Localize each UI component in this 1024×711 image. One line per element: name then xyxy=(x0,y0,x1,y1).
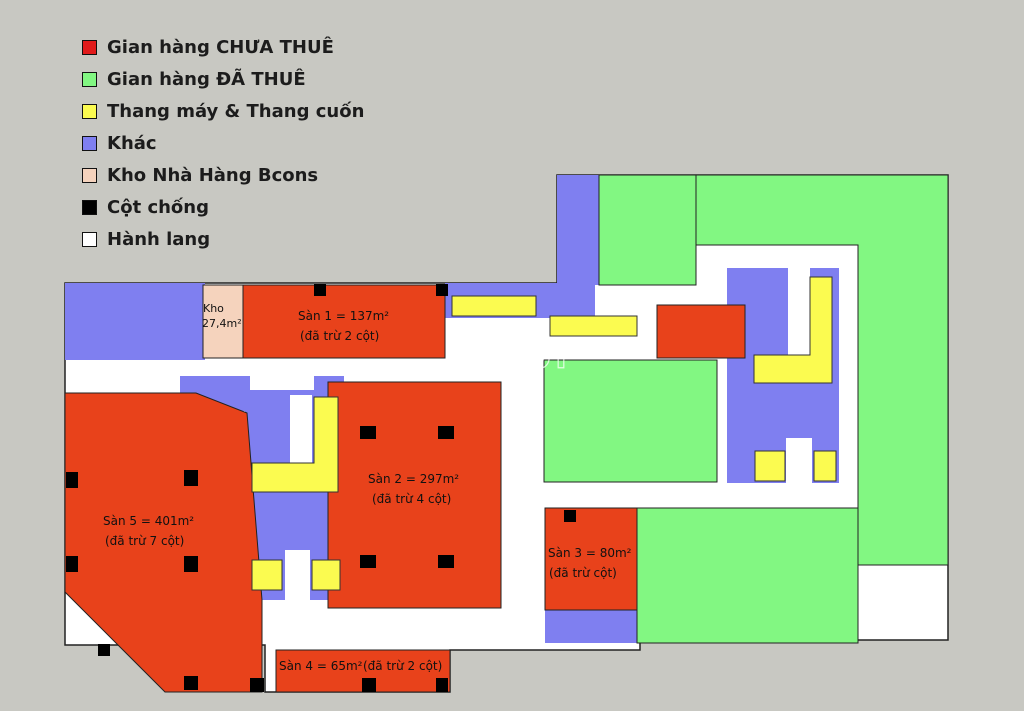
corridor-cut xyxy=(285,550,310,600)
label-san5-note: (đã trừ 7 cột) xyxy=(105,534,184,548)
column xyxy=(436,678,448,692)
label-san3-note: (đã trừ cột) xyxy=(549,566,617,580)
unit-san-5 xyxy=(64,392,263,693)
legend-swatch-elevator xyxy=(82,103,97,119)
legend-swatch-column xyxy=(82,199,97,215)
legend-label: Kho Nhà Hàng Bcons xyxy=(107,164,319,186)
legend-item-corridor: Hành lang xyxy=(82,228,364,250)
corridor-cut xyxy=(788,268,810,360)
label-san1-name: Sàn 1 = 137m² xyxy=(298,309,389,323)
column xyxy=(564,510,576,522)
zone-other xyxy=(65,283,205,360)
column xyxy=(360,555,376,568)
elevator xyxy=(549,315,638,337)
legend-item-unrented: Gian hàng CHƯA THUÊ xyxy=(82,36,364,58)
label-san2-note: (đã trừ 4 cột) xyxy=(372,492,451,506)
elevator xyxy=(251,559,283,591)
watermark: chợTỐT xyxy=(445,335,572,376)
corridor-cut xyxy=(786,438,812,483)
legend-label: Thang máy & Thang cuốn xyxy=(107,100,365,122)
legend-item-column: Cột chống xyxy=(82,196,364,218)
legend-swatch-unrented xyxy=(82,39,97,55)
column xyxy=(360,426,376,439)
zone-other xyxy=(557,175,599,285)
label-san4-note: (đã trừ 2 cột) xyxy=(363,659,442,673)
label-san3-name: Sàn 3 = 80m² xyxy=(548,546,632,560)
legend: Gian hàng CHƯA THUÊ Gian hàng ĐÃ THUÊ Th… xyxy=(82,36,364,250)
legend-label: Hành lang xyxy=(107,228,211,250)
elevator xyxy=(311,559,341,591)
column xyxy=(66,556,78,572)
legend-label: Gian hàng CHƯA THUÊ xyxy=(107,36,334,58)
storage-kho xyxy=(202,284,244,359)
label-san1-note: (đã trừ 2 cột) xyxy=(300,329,379,343)
label-san4-name: Sàn 4 = 65m² xyxy=(279,659,363,673)
elevator xyxy=(451,295,537,317)
legend-item-storage: Kho Nhà Hàng Bcons xyxy=(82,164,364,186)
legend-swatch-corridor xyxy=(82,231,97,247)
label-san2-name: Sàn 2 = 297m² xyxy=(368,472,459,486)
unit-rented xyxy=(598,174,697,286)
escalator xyxy=(251,396,339,493)
legend-item-other: Khác xyxy=(82,132,364,154)
column xyxy=(66,472,78,488)
unit-rented xyxy=(543,359,718,483)
column xyxy=(250,678,264,692)
column xyxy=(438,555,454,568)
legend-swatch-storage xyxy=(82,167,97,183)
label-san5-name: Sàn 5 = 401m² xyxy=(103,514,194,528)
column xyxy=(314,284,326,296)
corridor-cut xyxy=(290,395,312,475)
label-kho-size: 27,4m² xyxy=(202,317,242,330)
unit-san-2 xyxy=(327,381,502,609)
zone-other xyxy=(545,610,637,643)
column xyxy=(184,556,198,572)
columns xyxy=(66,284,576,692)
unit-unrented xyxy=(656,304,746,359)
escalator xyxy=(753,276,833,384)
unit-rented xyxy=(636,507,859,644)
legend-label: Gian hàng ĐÃ THUÊ xyxy=(107,68,306,90)
column xyxy=(184,470,198,486)
column xyxy=(184,676,198,690)
elevator xyxy=(754,450,786,482)
elevator xyxy=(813,450,837,482)
unit-san-1 xyxy=(242,284,446,359)
legend-item-elevator: Thang máy & Thang cuốn xyxy=(82,100,364,122)
column xyxy=(362,678,376,692)
legend-item-rented: Gian hàng ĐÃ THUÊ xyxy=(82,68,364,90)
unit-san-3 xyxy=(544,507,638,611)
legend-swatch-other xyxy=(82,135,97,151)
column xyxy=(436,284,448,296)
legend-label: Khác xyxy=(107,132,157,154)
legend-swatch-rented xyxy=(82,71,97,87)
column xyxy=(438,426,454,439)
column xyxy=(98,644,110,656)
legend-label: Cột chống xyxy=(107,196,209,218)
label-kho-name: Kho xyxy=(203,302,224,315)
